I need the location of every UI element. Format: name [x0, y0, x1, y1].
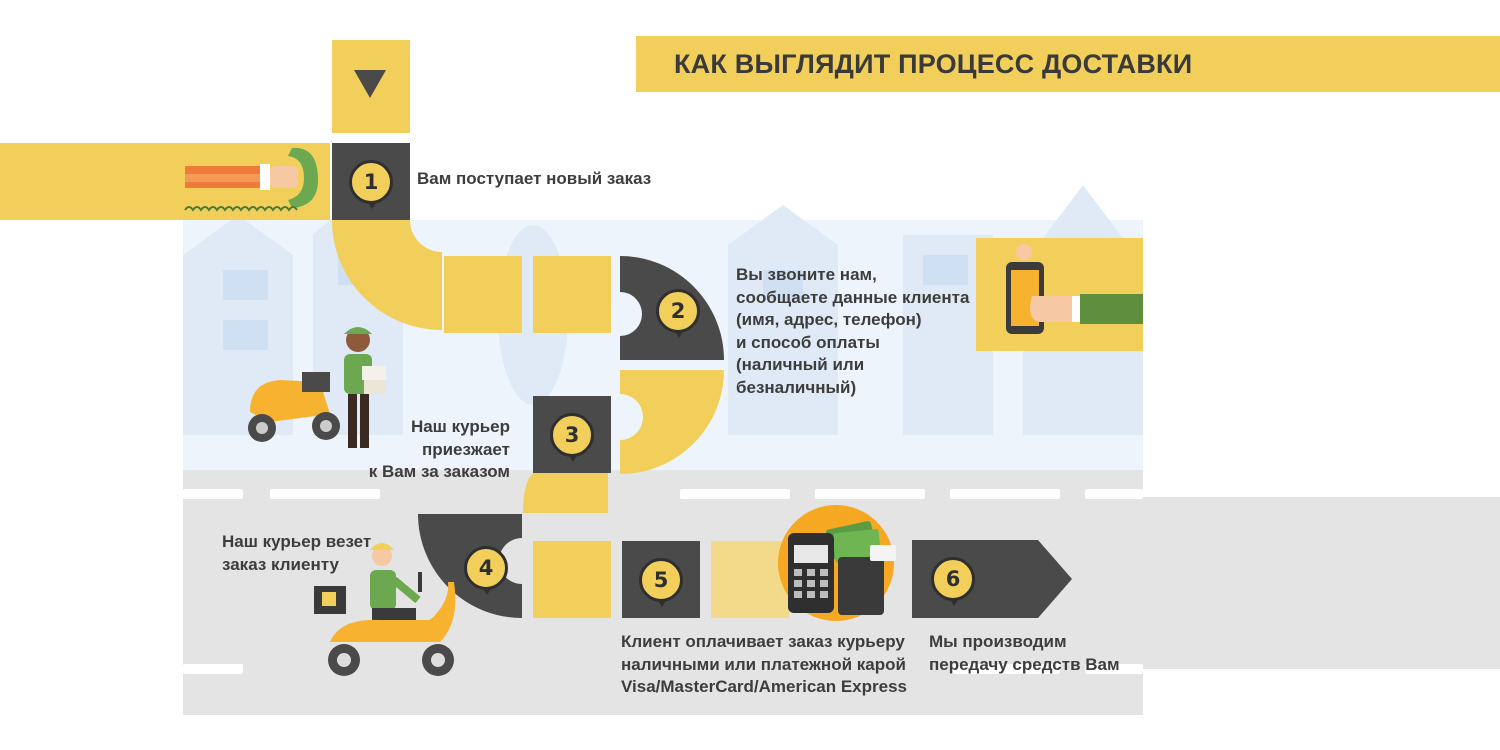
- step4-badge: 4: [464, 546, 508, 595]
- courier-riding-scooter-icon: [314, 543, 456, 676]
- road-marking: [1085, 489, 1143, 499]
- courier-with-scooter-icon: [248, 327, 386, 448]
- road-marking: [950, 489, 1060, 499]
- road-marking: [270, 489, 380, 499]
- step3-block: 3: [533, 396, 611, 473]
- phone-hand-icon: [184, 147, 318, 212]
- path-tile: [711, 541, 789, 618]
- payment-terminal-icon: [778, 505, 896, 621]
- start-block: [332, 40, 410, 133]
- step4-text: Наш курьер везет заказ клиенту: [222, 532, 372, 574]
- path-tile: [444, 256, 522, 333]
- road-marking: [815, 489, 925, 499]
- step5-text: Клиент оплачивает заказ курьеру наличным…: [621, 632, 908, 696]
- down-triangle-icon: [354, 70, 386, 98]
- step5-badge: 5: [639, 558, 683, 607]
- path-tile: [533, 256, 611, 333]
- step6-text: Мы производим передачу средств Вам: [929, 632, 1120, 674]
- page-title: КАК ВЫГЛЯДИТ ПРОЦЕСС ДОСТАВКИ: [674, 49, 1193, 79]
- path-tile: [533, 541, 611, 618]
- smartphone-hand-icon: [1006, 244, 1143, 334]
- road-marking: [183, 489, 243, 499]
- step1-block: 1: [332, 143, 410, 220]
- path-curve-4: [523, 473, 608, 513]
- road-marking: [1085, 664, 1143, 674]
- road-marking: [950, 664, 1060, 674]
- road-marking: [183, 664, 243, 674]
- step1-badge: 1: [349, 160, 393, 209]
- step1-text: Вам поступает новый заказ: [417, 169, 652, 188]
- step3-text: Наш курьер приезжает к Вам за заказом: [368, 417, 510, 481]
- header-banner-notch: [608, 36, 636, 92]
- step5-block: 5: [622, 541, 700, 618]
- road-right-extension: [1143, 497, 1500, 669]
- step2-badge: 2: [656, 289, 700, 338]
- header-banner: КАК ВЫГЛЯДИТ ПРОЦЕСС ДОСТАВКИ: [608, 36, 1500, 92]
- path-curve-1: [332, 220, 442, 330]
- path-curve-3: [620, 370, 724, 474]
- step6-badge: 6: [931, 557, 975, 606]
- road-marking: [680, 489, 790, 499]
- step3-badge: 3: [550, 413, 594, 462]
- step2-text: Вы звоните нам, сообщаете данные клиента…: [736, 265, 970, 397]
